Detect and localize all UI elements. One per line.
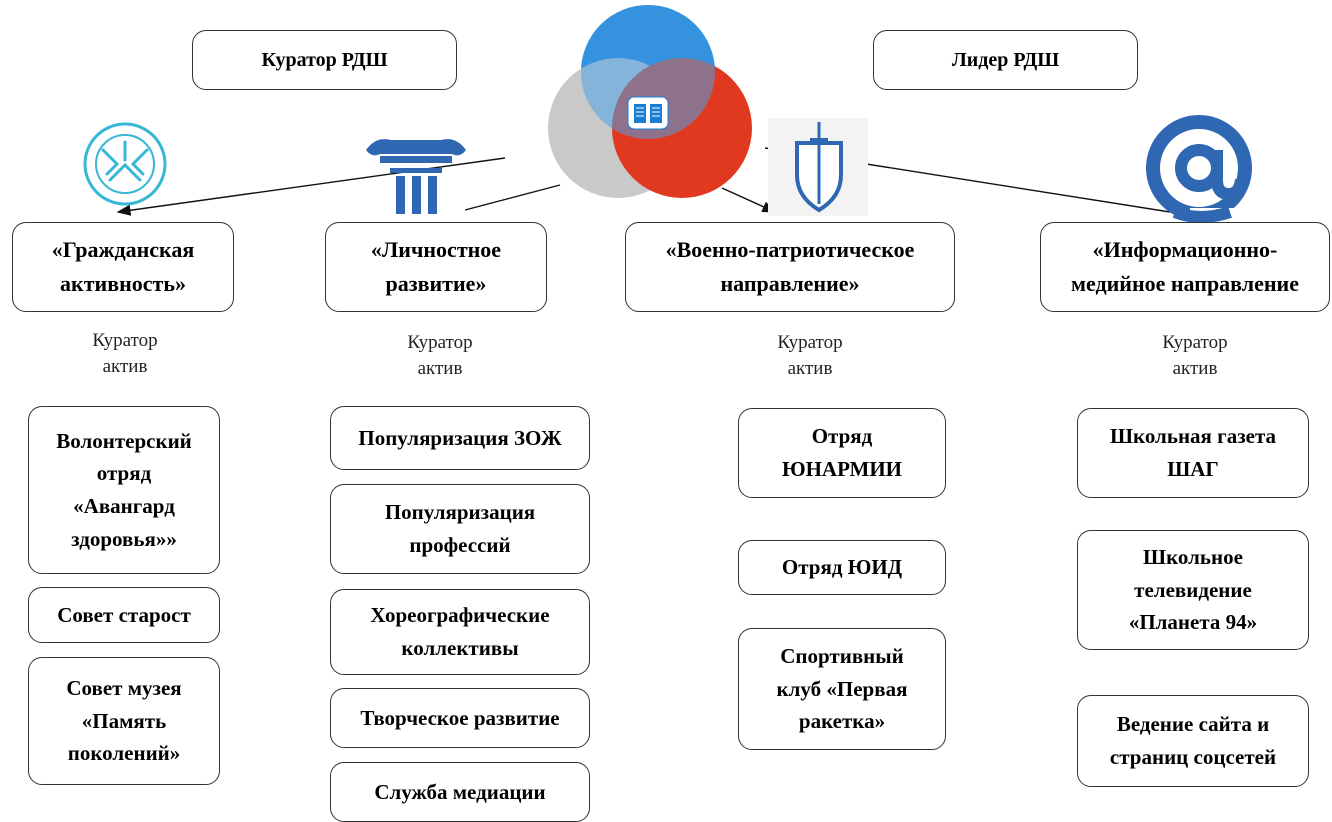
item-label: Хореографические коллективы (370, 603, 550, 660)
item-label: Отряд ЮИД (781, 555, 903, 580)
civic-item-volunteer: Волонтерский отряд «Авангард здоровья»» (28, 406, 220, 574)
media-item-television: Школьное телевидение «Планета 94» (1077, 530, 1309, 650)
military-item-yuid: Отряд ЮИД (738, 540, 946, 595)
military-curator-caption: Куратор актив (745, 330, 875, 381)
media-item-newspaper: Школьная газета ШАГ (1077, 408, 1309, 498)
personal-item-mediation: Служба медиации (330, 762, 590, 822)
line-to-personal (464, 184, 561, 211)
item-label: Совет старост (57, 602, 191, 627)
item-label: Отряд ЮНАРМИИ (781, 424, 903, 481)
caption-activ: актив (417, 357, 463, 379)
item-label: Школьное телевидение «Планета 94» (1128, 545, 1258, 635)
item-label: Служба медиации (374, 779, 546, 804)
item-label: Волонтерский отряд «Авангард здоровья»» (56, 428, 192, 551)
direction-personal-box: «Личностное развитие» (325, 222, 547, 312)
direction-media-title: «Информационно-медийное направление (1071, 236, 1299, 296)
curator-rdsh-box: Куратор РДШ (192, 30, 457, 90)
media-curator-caption: Куратор актив (1130, 330, 1260, 381)
leader-rdsh-label: Лидер РДШ (951, 48, 1060, 71)
personal-item-choreography: Хореографические коллективы (330, 589, 590, 675)
direction-civic-box: «Гражданская активность» (12, 222, 234, 312)
item-label: Ведение сайта и страниц соцсетей (1109, 712, 1277, 769)
direction-military-box: «Военно-патриотическое направление» (625, 222, 955, 312)
caption-curator: Куратор (407, 332, 473, 353)
civic-item-museum-council: Совет музея «Память поколений» (28, 657, 220, 785)
item-label: Спортивный клуб «Первая ракетка» (776, 644, 908, 734)
personal-item-creative: Творческое развитие (330, 688, 590, 748)
curator-rdsh-label: Куратор РДШ (261, 48, 388, 71)
arrow-to-military (721, 187, 777, 213)
personal-curator-caption: Куратор актив (375, 330, 505, 381)
personal-item-healthy-lifestyle: Популяризация ЗОЖ (330, 406, 590, 470)
caption-curator: Куратор (1162, 332, 1228, 353)
media-item-website: Ведение сайта и страниц соцсетей (1077, 695, 1309, 787)
item-label: Творческое развитие (360, 705, 560, 730)
direction-personal-title: «Личностное развитие» (370, 236, 502, 296)
arrow-to-civic (116, 157, 506, 216)
personal-item-professions: Популяризация профессий (330, 484, 590, 574)
direction-media-box: «Информационно-медийное направление (1040, 222, 1330, 312)
leader-rdsh-box: Лидер РДШ (873, 30, 1138, 90)
military-item-sports-club: Спортивный клуб «Первая ракетка» (738, 628, 946, 750)
item-label: Популяризация ЗОЖ (358, 425, 562, 450)
item-label: Совет музея «Память поколений» (66, 676, 182, 766)
direction-military-title: «Военно-патриотическое направление» (665, 236, 915, 296)
item-label: Популяризация профессий (384, 500, 536, 557)
caption-activ: актив (1172, 357, 1218, 379)
direction-civic-title: «Гражданская активность» (51, 236, 195, 296)
caption-activ: актив (102, 355, 148, 377)
civic-curator-caption: Куратор актив (60, 328, 190, 379)
caption-activ: актив (787, 357, 833, 379)
caption-curator: Куратор (92, 330, 158, 351)
civic-item-elders-council: Совет старост (28, 587, 220, 643)
caption-curator: Куратор (777, 332, 843, 353)
item-label: Школьная газета ШАГ (1109, 424, 1277, 481)
military-item-yunarmia: Отряд ЮНАРМИИ (738, 408, 946, 498)
